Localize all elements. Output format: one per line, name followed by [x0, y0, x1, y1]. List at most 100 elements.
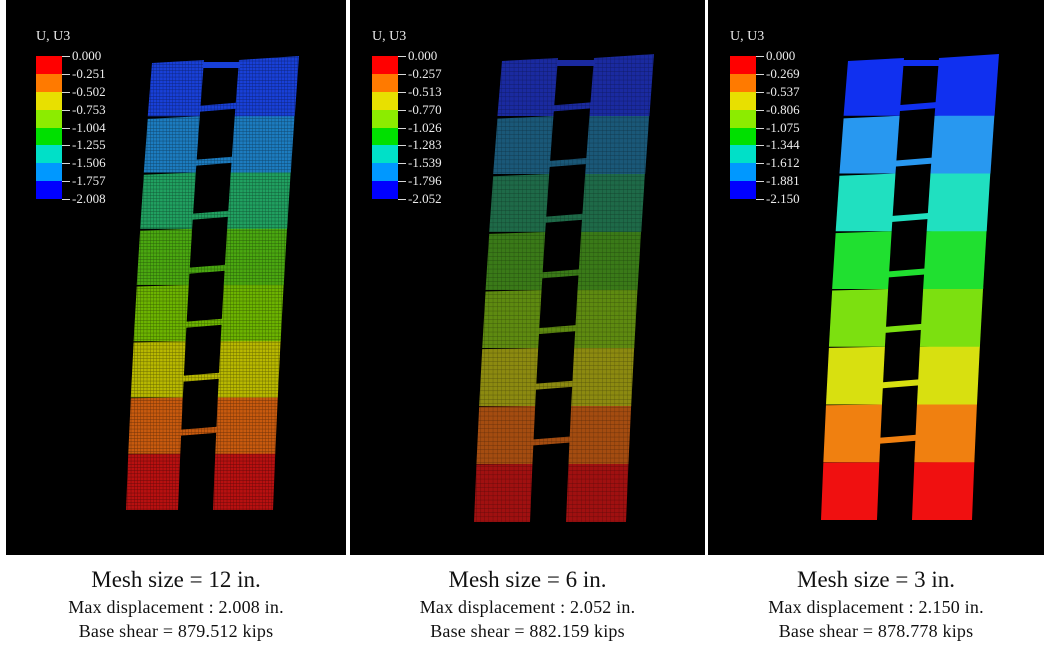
mesh-grid-overlay	[485, 232, 546, 290]
legend-tick	[756, 56, 764, 57]
legend-swatch	[36, 56, 62, 74]
legend-tick	[398, 127, 406, 129]
legend-title: U, U3	[36, 29, 71, 44]
legend-tick	[398, 73, 406, 75]
legend-swatch	[372, 145, 398, 164]
legend-tick-label: -1.796	[408, 173, 442, 189]
legend-swatch	[730, 127, 756, 146]
legend-tick	[62, 127, 70, 129]
mesh-grid-overlay	[185, 318, 223, 328]
mesh-grid-overlay	[568, 405, 632, 464]
legend-tick-label: 0.000	[72, 48, 102, 63]
legend-swatch	[730, 109, 756, 128]
caption-3in: Mesh size = 3 in. Max displacement : 2.1…	[708, 565, 1044, 643]
mesh-grid-overlay	[217, 339, 281, 398]
legend-swatch	[36, 109, 62, 128]
mesh-grid-overlay	[133, 285, 189, 342]
caption-max-displacement: Max displacement : 2.052 in.	[419, 597, 636, 617]
mesh-grid-overlay	[581, 171, 646, 232]
legend-swatch	[372, 127, 398, 146]
caption-base-shear: Base shear = 879.512 kips	[78, 621, 274, 641]
mesh-grid-overlay	[497, 58, 558, 116]
legend-colorbar	[372, 56, 398, 199]
legend-body: 0.000 -0.251 -0.502 -0.753 -1.004 -1.255 -1.50…	[36, 49, 106, 205]
coupling-beam	[898, 102, 936, 112]
legend-swatch	[730, 56, 756, 74]
mesh-grid-overlay	[589, 54, 654, 116]
legend-title: U, U3	[372, 29, 407, 44]
legend-tick-label: -1.004	[72, 119, 106, 135]
mesh-grid-overlay	[577, 229, 642, 290]
coupling-beam	[881, 379, 919, 389]
legend-swatch	[730, 181, 756, 199]
mesh-grid-overlay	[215, 396, 278, 454]
legend-title: U, U3	[730, 29, 765, 44]
legend-tick	[62, 91, 70, 93]
right-wall-pier-band	[923, 228, 987, 289]
mesh-grid-overlay	[199, 102, 237, 112]
legend-tick-label: -1.757	[72, 173, 106, 189]
caption-title: Mesh size = 3 in.	[797, 567, 955, 592]
legend-tick	[756, 145, 764, 147]
legend-swatch	[372, 91, 398, 110]
legend-tick	[398, 145, 406, 147]
legend-tick-label: -0.806	[766, 101, 800, 117]
mesh-grid-overlay	[234, 56, 299, 117]
mesh-grid-overlay	[571, 346, 635, 406]
right-wall-pier-band	[914, 403, 977, 463]
legend-tick	[756, 91, 764, 93]
mesh-grid-overlay	[182, 372, 220, 382]
legend-tick-label: -0.753	[72, 101, 106, 117]
legend-tick-label: 0.000	[408, 48, 438, 63]
mesh-grid-overlay	[537, 325, 576, 335]
legend-tick-label: -1.255	[72, 137, 106, 153]
legend-swatch	[730, 73, 756, 92]
mesh-grid-overlay	[230, 112, 295, 173]
legend-tick	[756, 163, 764, 165]
mesh-grid-overlay	[476, 406, 536, 464]
caption-6in: Mesh size = 6 in. Max displacement : 2.0…	[350, 565, 705, 643]
mesh-grid-overlay	[585, 112, 650, 174]
legend-tick	[62, 163, 70, 165]
legend-swatch	[372, 181, 398, 199]
legend-tick-label: 0.000	[766, 48, 796, 63]
legend-tick-label: -1.344	[766, 137, 800, 153]
legend-swatch	[36, 73, 62, 92]
top-coupling-beam	[903, 60, 940, 66]
legend-swatch	[372, 73, 398, 92]
legend-tick	[62, 145, 70, 147]
contour-panel-6in: U, U3 0.000-0.257-0.513-0.770-1.026-1.28…	[350, 0, 705, 555]
mesh-grid-overlay	[147, 60, 204, 117]
top-coupling-beam	[203, 62, 240, 68]
mesh-grid-overlay	[140, 172, 196, 229]
legend-tick	[62, 109, 70, 111]
right-wall-pier-band	[912, 461, 975, 520]
legend-tick-label: -1.506	[72, 155, 106, 171]
right-wall-pier-band	[926, 170, 991, 232]
mesh-grid-overlay	[552, 102, 591, 112]
mesh-grid-overlay	[188, 264, 226, 274]
legend-swatch	[372, 56, 398, 74]
mesh-grid-overlay	[474, 464, 533, 522]
mesh-grid-overlay	[180, 426, 218, 436]
right-wall-pier-band	[919, 287, 984, 347]
coupling-beam	[891, 213, 929, 223]
legend-tick	[756, 127, 764, 129]
legend-tick-label: -0.269	[766, 65, 800, 81]
legend-tick-label: -0.502	[72, 83, 106, 99]
mesh-grid-overlay	[548, 158, 587, 168]
mesh-grid-overlay	[566, 463, 629, 522]
legend-body: 0.000-0.257-0.513-0.770-1.026-1.283-1.53…	[372, 49, 442, 205]
coupling-beam	[894, 157, 932, 167]
coupling-beam	[879, 434, 917, 444]
mesh-grid-overlay	[136, 228, 193, 285]
contour-panel-3in: U, U3 0.000-0.269-0.537-0.806-1.075-1.34…	[708, 0, 1044, 555]
legend-tick-label: -2.052	[408, 191, 442, 206]
legend-tick	[398, 199, 406, 200]
caption-12in: Mesh size = 12 in. Max displacement : 2.…	[6, 565, 346, 643]
legend-tick-label: -0.251	[72, 65, 106, 81]
mesh-grid-overlay	[541, 269, 580, 279]
legend-swatch	[730, 91, 756, 110]
legend-tick-label: -1.075	[766, 119, 800, 135]
legend-tick-label: -1.539	[408, 155, 442, 171]
